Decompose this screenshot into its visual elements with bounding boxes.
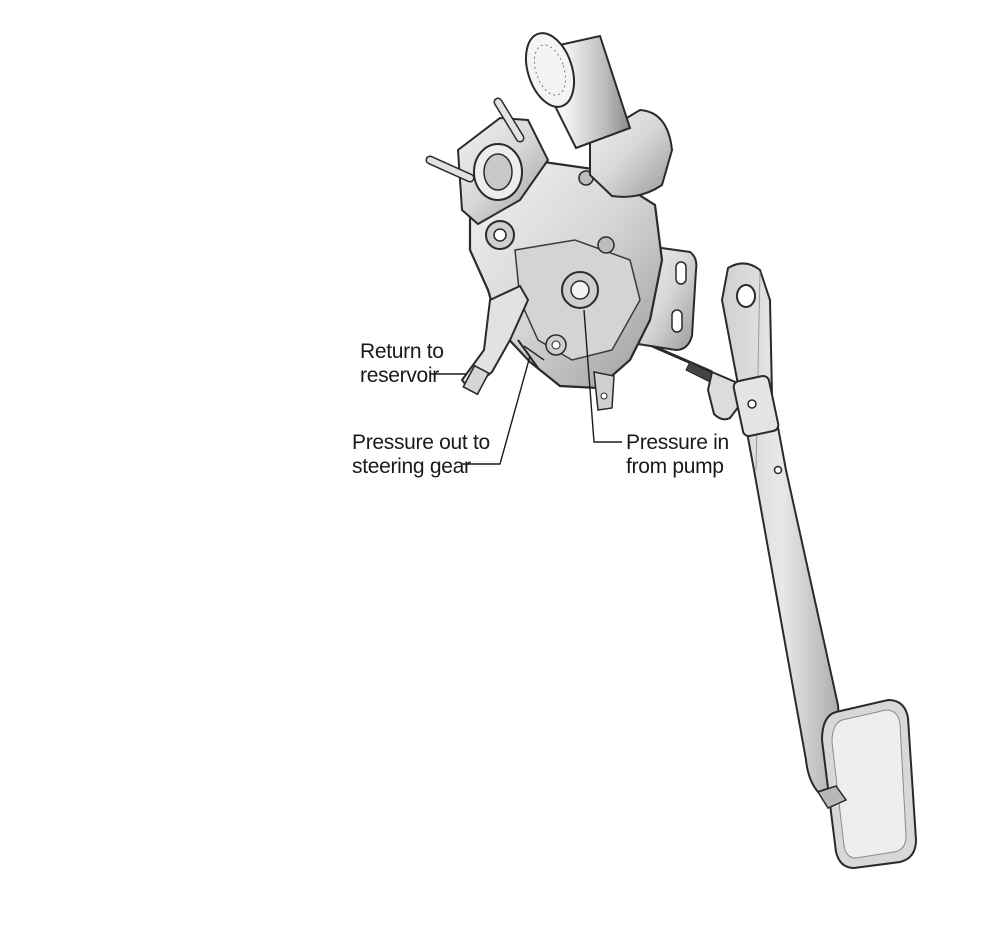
callout-pressure-out: Pressure out to steering gear bbox=[352, 431, 490, 479]
pedal-pad bbox=[816, 698, 918, 870]
callout-pressure-in: Pressure in from pump bbox=[626, 431, 729, 479]
left-flange bbox=[425, 97, 550, 226]
callout-return-line2: reservoir bbox=[360, 364, 439, 387]
leader-pressure-in bbox=[583, 309, 622, 443]
pedal-arm bbox=[720, 262, 845, 794]
leader-pressure-out bbox=[462, 355, 531, 465]
callout-return-to-reservoir: Return to reservoir bbox=[360, 340, 444, 388]
callout-return-line1: Return to bbox=[360, 340, 444, 363]
canister bbox=[525, 32, 674, 198]
callout-pressure-out-line1: Pressure out to bbox=[352, 431, 490, 454]
callout-pressure-in-line1: Pressure in bbox=[626, 431, 729, 454]
callout-pressure-out-line2: steering gear bbox=[352, 455, 471, 478]
leader-lines bbox=[430, 309, 622, 465]
valve-body bbox=[468, 158, 664, 411]
return-fitting bbox=[460, 284, 545, 396]
callout-pressure-in-line2: from pump bbox=[626, 455, 724, 478]
push-rod bbox=[649, 343, 780, 438]
